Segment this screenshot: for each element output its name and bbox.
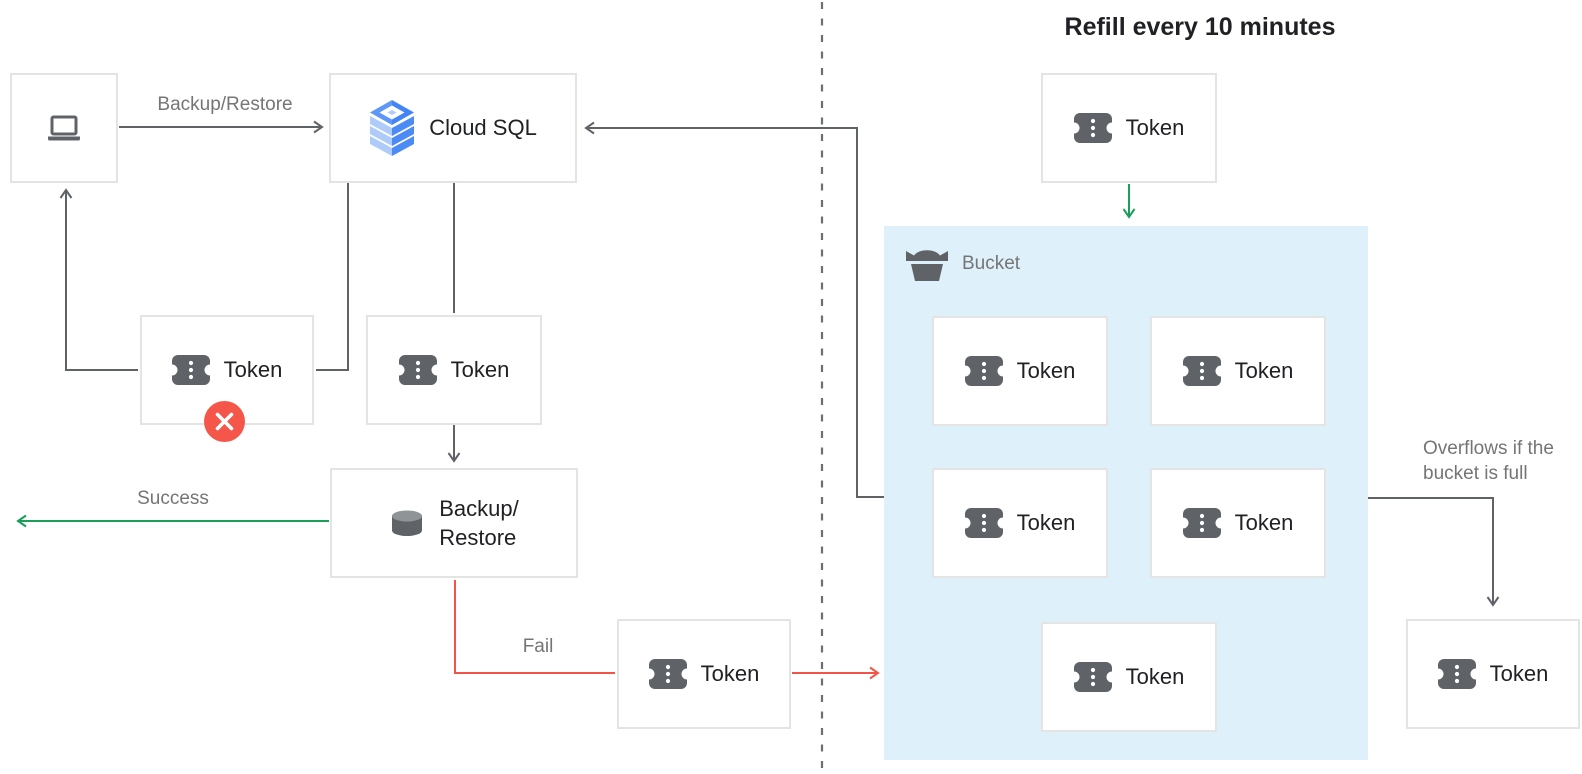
edge-cloudsql-to-rejected-token [316, 183, 349, 371]
token-label: Token [1016, 358, 1076, 383]
edge-bucket-to-cloudsql [584, 121, 884, 498]
token-label: Token [1125, 664, 1185, 689]
bucket-token-box-3: Token [932, 468, 1108, 578]
token-icon [964, 508, 1003, 538]
laptop-icon [45, 114, 83, 143]
edge-label-fail: Fail [522, 636, 554, 657]
backup-restore-box: Backup/ Restore [330, 468, 578, 578]
token-box-refill: Token [1041, 73, 1217, 183]
token-label: Token [1125, 115, 1185, 140]
client-box [10, 73, 118, 183]
bucket-token-box-5: Token [1041, 622, 1217, 732]
cloud-sql-box: Cloud SQL [329, 73, 577, 183]
cloud-sql-icon [369, 99, 415, 157]
backup-restore-label: Backup/ Restore [439, 496, 519, 550]
token-icon [1073, 113, 1112, 143]
cloud-sql-label: Cloud SQL [429, 115, 537, 140]
bucket-header: Bucket [906, 247, 1020, 281]
edge-fail-to-token [454, 580, 615, 674]
token-label: Token [1489, 661, 1549, 686]
token-label: Token [223, 357, 283, 382]
refill-title: Refill every 10 minutes [1064, 13, 1336, 41]
token-icon [964, 356, 1003, 386]
token-label: Token [450, 357, 510, 382]
edge-overflow [1368, 497, 1500, 607]
bucket-label: Bucket [962, 253, 1021, 274]
token-icon [171, 355, 210, 385]
token-icon [1182, 356, 1221, 386]
token-box-failed: Token [617, 619, 791, 729]
edge-label-overflow: Overflows if the bucket is full [1423, 438, 1554, 484]
token-box-request: Token [366, 315, 542, 425]
error-x-icon [204, 401, 245, 442]
token-icon [1182, 508, 1221, 538]
token-icon [398, 355, 437, 385]
token-icon [1437, 659, 1476, 689]
token-label: Token [1234, 510, 1294, 535]
token-label: Token [1016, 510, 1076, 535]
bucket-token-box-2: Token [1150, 316, 1326, 426]
token-icon [648, 659, 687, 689]
database-icon [389, 510, 425, 537]
token-label: Token [1234, 358, 1294, 383]
token-icon [1073, 662, 1112, 692]
edge-rejected-token-to-client [59, 188, 138, 371]
edge-label-backup-restore: Backup/Restore [157, 94, 293, 115]
bucket-icon [906, 247, 948, 281]
bucket-token-box-4: Token [1150, 468, 1326, 578]
token-box-overflow: Token [1406, 619, 1580, 729]
token-label: Token [700, 661, 760, 686]
bucket-token-box-1: Token [932, 316, 1108, 426]
edge-label-success: Success [137, 488, 209, 509]
